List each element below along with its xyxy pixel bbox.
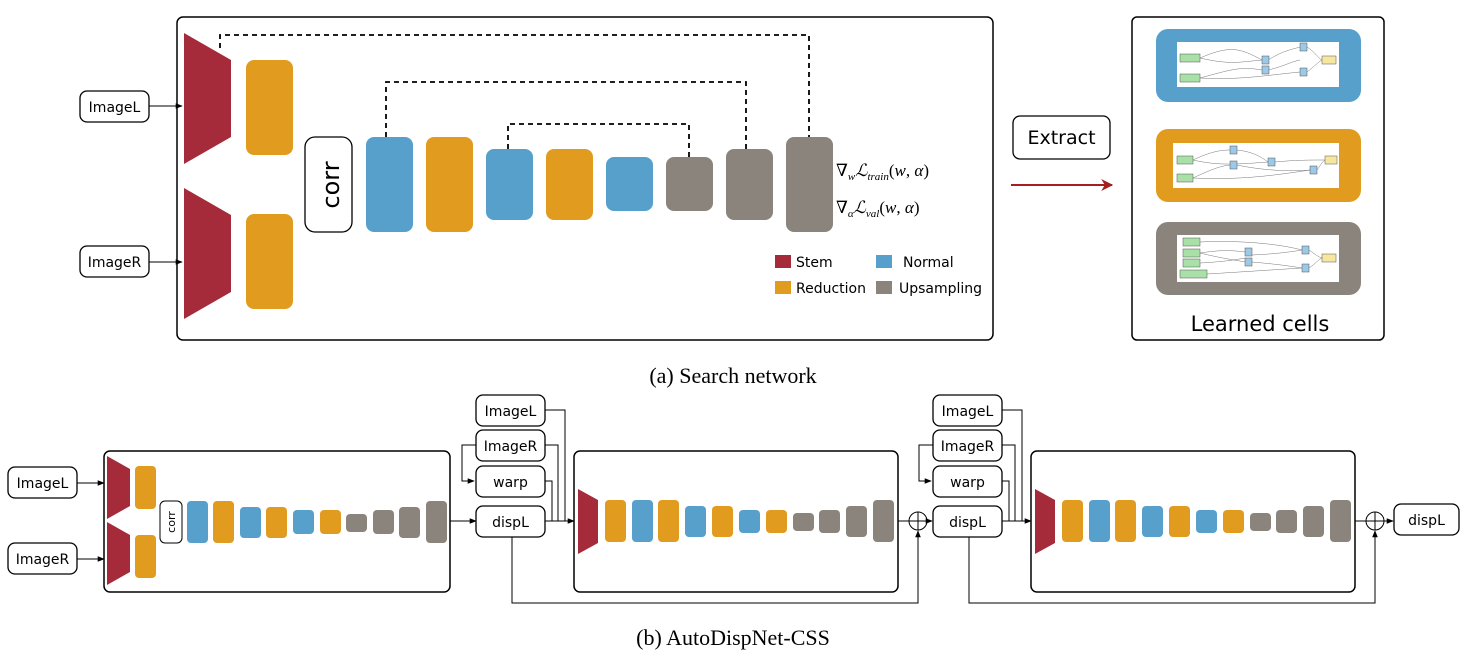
caption-autodispnet: (b) AutoDispNet-CSS — [636, 625, 830, 650]
s2-connectors — [918, 409, 1378, 604]
net-c-upsampling-2 — [373, 510, 394, 534]
net-c-reduction-right — [135, 535, 156, 578]
net-s1-reduction-4 — [766, 510, 787, 533]
s2-warp-label: warp — [950, 475, 985, 491]
stem-cell-right — [184, 188, 231, 319]
upsampling-cell-3 — [786, 137, 833, 232]
net-s2-normal-1 — [1089, 500, 1110, 542]
net-c-reduction-left — [135, 466, 156, 509]
net-c-upsampling-4 — [426, 501, 447, 543]
net-s2-reduction-1 — [1062, 500, 1083, 542]
normal-cell-2 — [486, 149, 533, 220]
net-s1-reduction-2 — [658, 500, 679, 542]
svg-text:∇wℒtrain(w, α): ∇wℒtrain(w, α) — [836, 161, 929, 183]
stem-cell-left — [184, 33, 231, 164]
net-s1-upsampling-4 — [873, 500, 894, 542]
s2-imager-label: ImageR — [941, 439, 995, 455]
legend-swatch-reduction — [775, 281, 791, 294]
input-imagel-label: ImageL — [89, 100, 141, 116]
net-s2-upsampling-1 — [1250, 513, 1271, 531]
net-c-reduction-1 — [213, 501, 234, 543]
net-s2-reduction-2 — [1115, 500, 1136, 542]
upsampling-cell-1 — [666, 157, 713, 211]
net-s1-reduction-1 — [605, 500, 626, 542]
search-network: ImageL ImageR corr ∇wℒtrain(w, α) — [79, 16, 994, 341]
bottom-input-imagel-label: ImageL — [17, 476, 69, 492]
net-c-corr-box — [159, 500, 183, 544]
net-c-normal-3 — [293, 510, 314, 534]
net-s1-upsampling-1 — [793, 513, 814, 531]
net-s1-stem — [578, 489, 598, 554]
learned-cells-panel: Learned cells — [1131, 16, 1385, 341]
skip-connections — [219, 34, 810, 157]
net-s1-normal-1 — [632, 500, 653, 542]
legend-label-stem: Stem — [796, 255, 833, 271]
extract-label: Extract — [1027, 127, 1095, 149]
upsampling-cell-2 — [726, 149, 773, 220]
s2-displ-label: dispL — [949, 515, 986, 531]
add-node-1 — [908, 511, 928, 531]
input-imager-label: ImageR — [88, 255, 142, 271]
s1-displ-label: dispL — [492, 515, 529, 531]
search-network-frame — [176, 16, 994, 341]
corr-label: corr — [317, 161, 345, 208]
net-c-stem-left — [107, 456, 130, 519]
grad-val-text: ∇αℒval(w, α) — [836, 198, 919, 220]
output-displ-box — [1393, 503, 1460, 536]
net-s2-reduction-3 — [1169, 506, 1190, 537]
net-c-stem-right — [107, 522, 130, 585]
autodispnet-css: ImageL ImageR corr ImageL ImageR warp di… — [7, 394, 1460, 604]
bottom-input-imager-label: ImageR — [16, 552, 70, 568]
net-c-normal-1 — [187, 501, 208, 543]
add-node-2 — [1365, 511, 1385, 531]
s1-connectors — [461, 409, 921, 604]
legend-swatch-upsampling — [876, 281, 892, 294]
net-s2-upsampling-3 — [1303, 506, 1324, 537]
legend-swatch-stem — [775, 255, 791, 268]
reduction-cell-right — [246, 214, 293, 309]
net-s2-reduction-4 — [1223, 510, 1244, 533]
net-c-normal-2 — [240, 507, 261, 538]
net-s2-normal-3 — [1196, 510, 1217, 533]
reduction-cell-1 — [426, 137, 473, 232]
net-s1-reduction-3 — [712, 506, 733, 537]
legend: Stem Normal Reduction Upsampling — [775, 255, 982, 297]
net-c-reduction-3 — [320, 510, 341, 534]
corr-box — [304, 136, 353, 233]
net-s2-upsampling-2 — [1276, 510, 1297, 533]
net-s2-normal-2 — [1142, 506, 1163, 537]
normal-cell-1 — [366, 137, 413, 232]
s1-imagel-label: ImageL — [485, 404, 537, 420]
net-c-upsampling-1 — [346, 514, 367, 532]
net-s2-stem — [1035, 489, 1055, 554]
net-c-upsampling-3 — [399, 507, 420, 538]
grad-train-text: ∇wℒtrain(w, α) — [836, 161, 929, 183]
reduction-cell-2 — [546, 149, 593, 220]
net-s1-normal-2 — [685, 506, 706, 537]
svg-text:∇αℒval(w, α): ∇αℒval(w, α) — [836, 198, 919, 220]
caption-search-network: (a) Search network — [649, 363, 816, 388]
legend-label-reduction: Reduction — [796, 281, 866, 297]
s1-warp-label: warp — [493, 475, 528, 491]
net-s2-upsampling-4 — [1330, 500, 1351, 542]
net-s1-normal-3 — [739, 510, 760, 533]
net-s1-upsampling-3 — [846, 506, 867, 537]
normal-cell-3 — [606, 157, 653, 211]
s2-imagel-label: ImageL — [942, 404, 994, 420]
legend-label-upsampling: Upsampling — [899, 281, 982, 297]
legend-label-normal: Normal — [903, 255, 954, 271]
net-s1-upsampling-2 — [819, 510, 840, 533]
net-c-reduction-2 — [266, 507, 287, 538]
learned-cells-frame — [1131, 16, 1385, 341]
legend-swatch-normal — [876, 255, 892, 268]
s1-imager-label: ImageR — [484, 439, 538, 455]
reduction-cell-left — [246, 60, 293, 155]
learned-cells-label: Learned cells — [1191, 312, 1330, 336]
extract-box — [1012, 115, 1111, 160]
net-c-corr-label: corr — [165, 511, 178, 533]
output-displ-label: dispL — [1408, 513, 1445, 529]
